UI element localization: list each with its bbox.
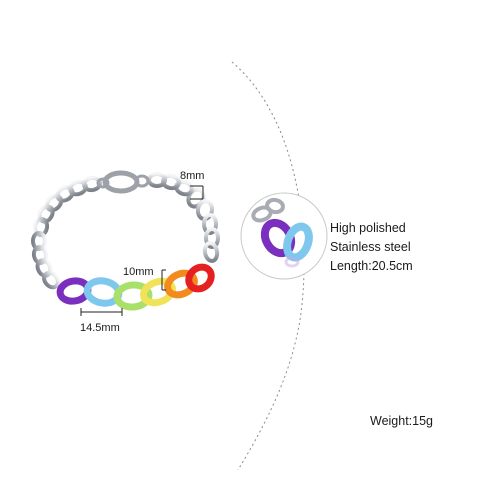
dimension-10mm-label: 10mm — [123, 266, 154, 278]
green-link — [113, 281, 153, 311]
rainbow-links — [56, 263, 215, 311]
measure-14.5mm — [80, 308, 123, 316]
spec-length: Length:20.5cm — [330, 259, 413, 273]
measure-10mm — [161, 269, 166, 291]
spec-finish: High polished — [330, 221, 406, 235]
dashed-arc-divider — [231, 61, 305, 471]
detail-magnifier — [240, 192, 328, 280]
lobster-clasp — [96, 170, 150, 194]
orange-link — [164, 269, 198, 299]
spec-block: High polished Stainless steel Length:20.… — [330, 219, 413, 276]
weight-label: Weight:15g — [370, 414, 434, 428]
steel-chain — [31, 172, 220, 290]
red-link — [185, 263, 215, 293]
yellow-link — [139, 277, 177, 307]
dimension-8mm-label: 8mm — [180, 170, 205, 182]
spec-material: Stainless steel — [330, 240, 411, 254]
dimension-14.5mm-label: 14.5mm — [80, 322, 120, 334]
measure-8mm — [190, 185, 204, 200]
